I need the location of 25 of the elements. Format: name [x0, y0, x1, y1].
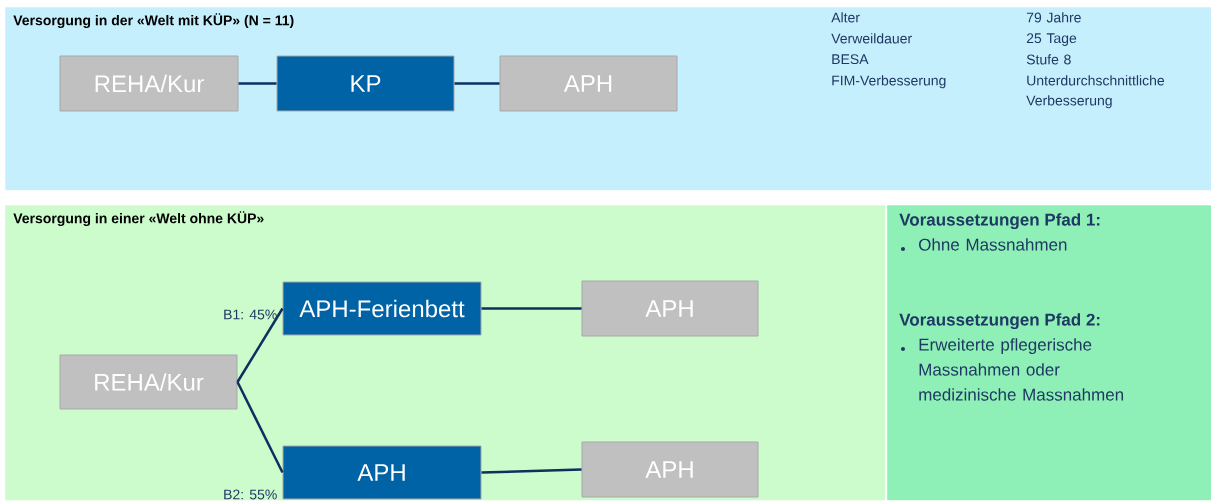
connector	[454, 82, 500, 85]
connector	[481, 307, 582, 310]
process-box: KP	[276, 55, 455, 112]
process-box: APH	[581, 280, 759, 337]
table-text: BESA	[832, 54, 869, 65]
edge-label: B2: 55%	[224, 489, 277, 500]
process-box: APH-Ferienbett	[282, 281, 482, 336]
connector	[238, 82, 277, 85]
connector	[236, 381, 284, 474]
process-box: APH	[282, 445, 482, 500]
process-box: APH	[499, 55, 678, 112]
table-text: 79 Jahre	[1026, 12, 1081, 23]
table-text: FIM-Verbesserung	[832, 75, 946, 89]
table-text: Unterdurchschnittliche Verbesserung	[1026, 75, 1165, 109]
table-text: Stufe 8	[1026, 54, 1071, 65]
info-panel: Voraussetzungen Pfad 1: Ohne Massnahmen Voraussetzungen Pfad 2: Erweiterte pflegerische Massnahmen oder medizinische Massnahmen	[887, 205, 1211, 501]
table-text: Alter	[831, 12, 860, 23]
connector	[236, 307, 284, 383]
process-box: REHA/Kur	[59, 55, 239, 112]
table-text: 25 Tage	[1026, 33, 1077, 46]
process-box: REHA/Kur	[59, 354, 238, 410]
table-text: Verweildauer	[831, 33, 912, 44]
edge-label: B1: 45%	[224, 309, 277, 320]
connector	[481, 468, 582, 474]
process-box: APH	[581, 441, 759, 498]
